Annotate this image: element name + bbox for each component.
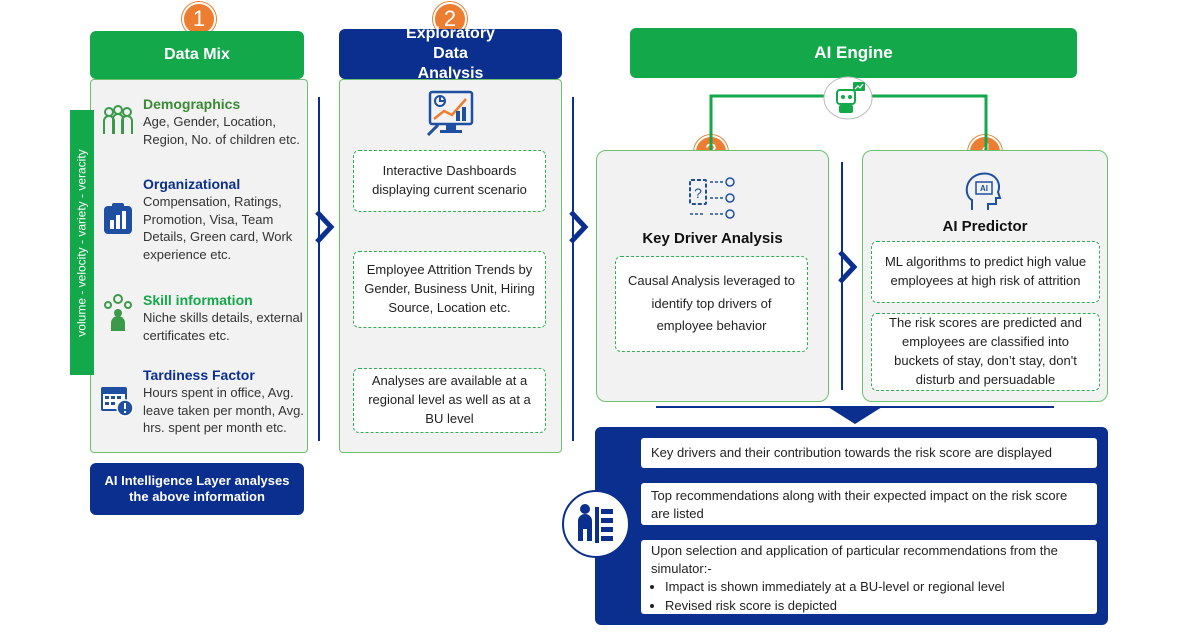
- eda-header: Exploratory Data Analysis: [339, 25, 562, 82]
- people-group-icon: [100, 104, 136, 138]
- eda-item-regional-analyses: Analyses are available at a regional lev…: [353, 368, 546, 433]
- robot-icon: [823, 76, 873, 120]
- simulator-bullet-revised-score: Revised risk score is depicted: [665, 597, 1087, 615]
- ai-predictor-title: AI Predictor: [942, 218, 1028, 235]
- ai-engine-header: AI Engine: [630, 28, 1077, 78]
- demographics-text: Age, Gender, Location, Region, No. of ch…: [143, 114, 300, 147]
- calendar-alert-icon: [100, 383, 134, 417]
- organizational-text: Compensation, Ratings, Promotion, Visa, …: [143, 194, 293, 262]
- skill-information-text: Niche skills details, external certifica…: [143, 310, 303, 343]
- simulator-bullet-impact: Impact is shown immediately at a BU-leve…: [665, 578, 1087, 596]
- ai-head-icon: AI: [962, 170, 1004, 214]
- separator-line-1: [318, 97, 320, 441]
- organizational-title: Organizational: [143, 176, 241, 192]
- separator-line-3: [841, 162, 843, 390]
- ai-intelligence-layer-box: AI Intelligence Layer analyses the above…: [90, 463, 304, 515]
- svg-text:?: ?: [694, 185, 702, 201]
- eda-item-dashboards: Interactive Dashboards displaying curren…: [353, 150, 546, 212]
- tardiness-factor-text: Hours spent in office, Avg. leave taken …: [143, 385, 304, 436]
- key-driver-text: Causal Analysis leveraged to identify to…: [615, 256, 808, 352]
- ai-predictor-item-ml: ML algorithms to predict high value empl…: [871, 241, 1100, 303]
- data-mix-side-bar: volume - velocity - variety - veracity: [70, 110, 94, 375]
- ai-predictor-item-risk-scores: The risk scores are predicted and employ…: [871, 313, 1100, 391]
- question-flow-icon: ?: [688, 176, 740, 222]
- skill-information-title: Skill information: [143, 292, 253, 308]
- analytics-monitor-icon: [426, 89, 476, 137]
- step-1-badge: 1: [182, 2, 216, 36]
- output-item-key-drivers: Key drivers and their contribution towar…: [641, 438, 1097, 468]
- chevron-right-icon: [838, 250, 858, 289]
- demographics-title: Demographics: [143, 96, 241, 112]
- svg-text:AI: AI: [980, 184, 988, 193]
- chevron-right-icon: [569, 210, 589, 249]
- output-item-recommendations: Top recommendations along with their exp…: [641, 483, 1097, 525]
- separator-line-2: [572, 97, 574, 441]
- key-driver-title: Key Driver Analysis: [642, 230, 783, 247]
- bar-chart-report-icon: [102, 202, 134, 236]
- chevron-down-icon: [656, 402, 1054, 426]
- data-mix-side-label: volume - velocity - variety - veracity: [75, 148, 90, 337]
- simulator-intro: Upon selection and application of partic…: [651, 543, 1058, 577]
- chevron-right-icon: [315, 210, 335, 249]
- eda-item-attrition-trends: Employee Attrition Trends by Gender, Bus…: [353, 251, 546, 328]
- presenter-board-icon: [561, 489, 631, 559]
- output-item-simulator: Upon selection and application of partic…: [641, 540, 1097, 614]
- tardiness-factor-title: Tardiness Factor: [143, 367, 255, 383]
- data-mix-header: Data Mix: [90, 31, 304, 79]
- person-gears-icon: [102, 293, 134, 333]
